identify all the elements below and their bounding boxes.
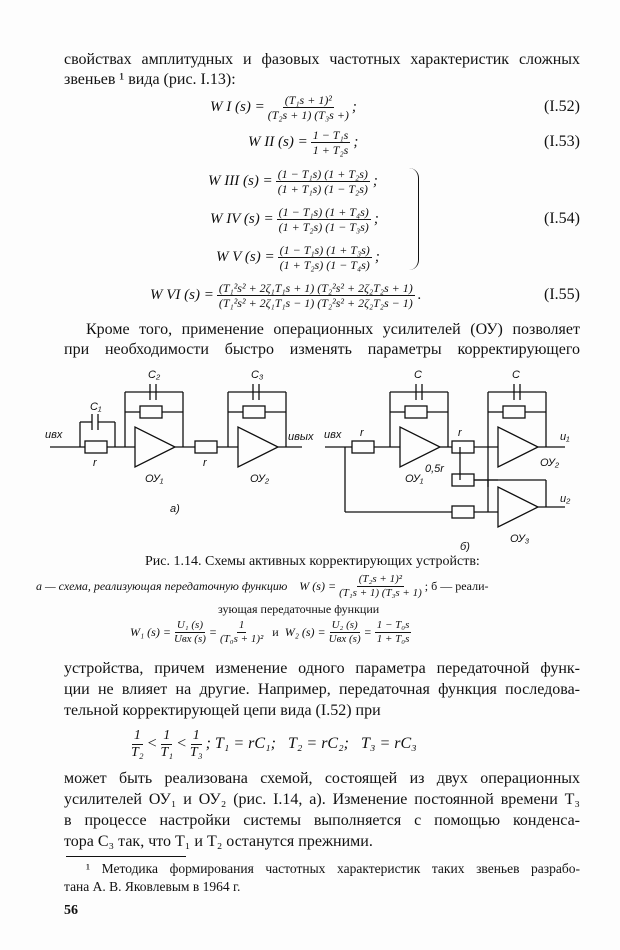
circuit-figure: uвх C₁ r C₂ ОУ₁ r C₃ ОУ₂ uвых а) uвх r C… [45,369,571,552]
label: ОУ₂ [250,473,270,485]
label: ОУ₃ [510,533,530,545]
text-line: ции не влияет на другие. Например, перед… [64,681,580,698]
label: ОУ₁ [405,473,424,485]
label: C [512,369,520,381]
text-line: ¹ Методика формирования частотных характ… [86,861,580,876]
op-amp-1 [134,425,177,469]
label: C₁ [90,401,102,413]
caption-formulas: W₁ (s) = U₁ (s)Uвх (s)= 1(T₀s + 1)² и W₂… [130,618,412,645]
text-line: тора C₃ так, что T₁ и T₂ останутся прежн… [64,833,373,850]
label: u₁ [560,431,570,443]
text-line: тана А. В. Яковлевым в 1964 г. [64,879,241,894]
equation-number: (I.53) [544,133,580,150]
label: ОУ₁ [145,473,164,485]
footnote: ¹ Методика формирования частотных характ… [64,860,580,896]
text-line: усилителей ОУ₁ и ОУ₂ (рис. I.14, а). Изм… [64,791,580,808]
paragraph-realization: может быть реализована схемой, состоящей… [64,768,580,852]
label: u₂ [560,493,571,505]
label: r [458,427,463,439]
label: C₃ [251,369,264,381]
text-line: при необходимости быстро изменять параме… [64,341,580,358]
equation-1-54b: W IV (s) =(1 − T₁s) (1 + T₄s)(1 + T₂s) (… [210,204,379,234]
circuit-b [325,384,565,529]
brace [408,168,419,270]
text-line: звеньев ¹ вида (рис. I.13): [64,71,236,88]
label: б) [460,541,470,552]
label: uвх [324,429,342,441]
equation-1-54a: W III (s) =(1 − T₁s) (1 + T₂s)(1 + T₁s) … [208,166,378,196]
label: r [93,457,98,469]
footnote-rule [66,856,186,857]
label: uвых [288,431,314,443]
circuit-a [50,384,302,469]
text-line: устройства, причем изменение одного пара… [64,660,580,677]
text-line: в процессе настройки системы выполняется… [64,812,580,829]
text-line: тельной корректирующей цепи вида (I.52) … [64,702,381,719]
label: r [203,457,208,469]
equation-number: (I.54) [544,210,580,227]
paragraph-op-amps: Кроме того, применение операционных усил… [64,320,580,360]
text-line: свойствах амплитудных и фазовых частотны… [64,51,580,68]
caption-line: зующая передаточные функции [218,602,380,616]
caption-line-a: а — схема, реализующая передаточную функ… [36,573,489,599]
text-line: Кроме того, применение операционных усил… [86,321,580,338]
paragraph-device: устройства, причем изменение одного пара… [64,658,580,721]
equation-number: (I.52) [544,98,580,115]
figure-caption-title: Рис. 1.14. Схемы активных корректирующих… [145,554,480,569]
label: r [360,427,365,439]
equation-1-54c: W V (s) =(1 − T₁s) (1 + T₃s)(1 + T₂s) (1… [216,242,380,272]
page-number: 56 [64,903,78,918]
label: а) [170,503,180,515]
label: 0,5r [425,463,445,475]
label: C [414,369,422,381]
op-amp-2 [237,425,280,469]
label: uвх [45,429,63,441]
equation-1-52: W I (s) =(T₁s + 1)²(T₂s + 1) (T₃s +); [210,92,357,122]
label: ОУ₂ [540,457,560,469]
paragraph-intro: свойствах амплитудных и фазовых частотны… [64,50,580,90]
label: C₂ [148,369,161,381]
equation-number: (I.55) [544,286,580,303]
text-line: может быть реализована схемой, состоящей… [64,770,580,787]
equation-1-55: W VI (s) =(T₁²s² + 2ζ₁T₁s + 1) (T₂²s² + … [150,280,422,310]
